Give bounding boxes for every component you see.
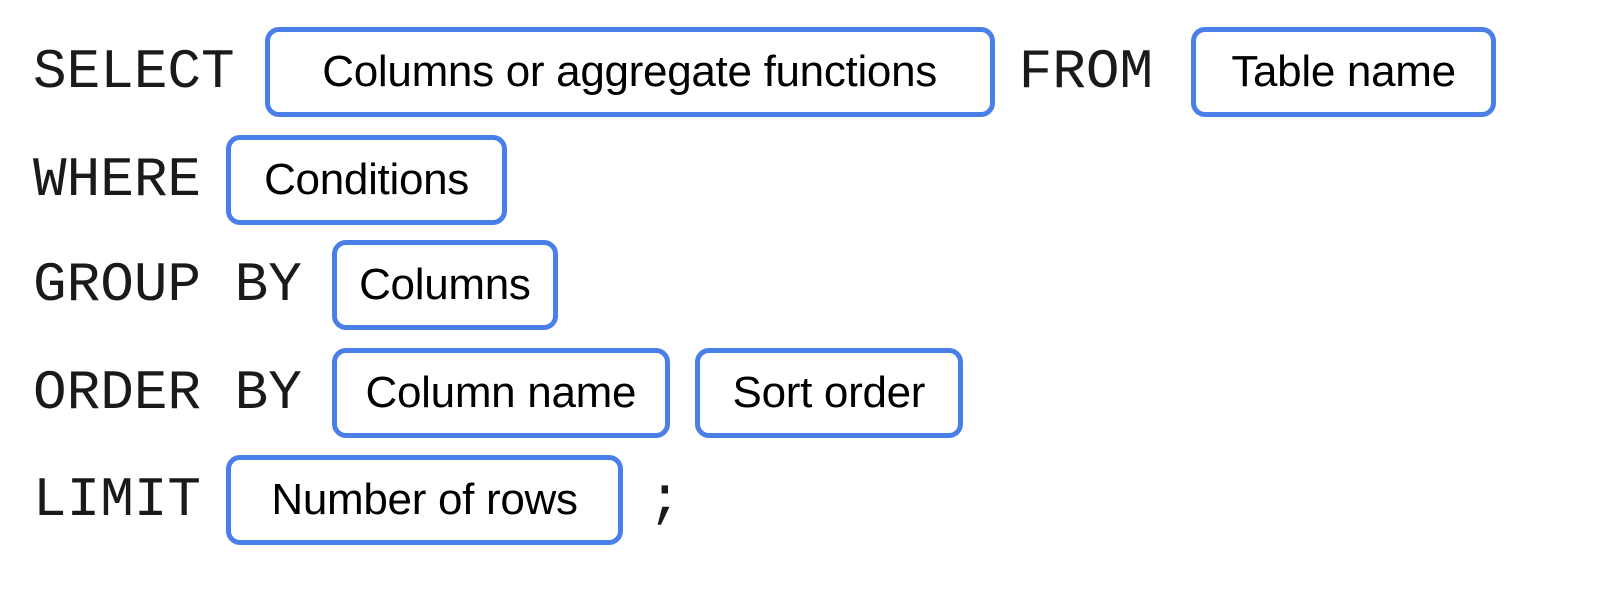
placeholder-box-table-name[interactable]: Table name — [1191, 26, 1497, 117]
placeholder-box-column-name[interactable]: Column name — [331, 347, 670, 438]
placeholder-label: Sort order — [732, 367, 926, 417]
placeholder-label: Columns or aggregate functions — [322, 46, 937, 96]
placeholder-box-columns-or-aggregate-functions[interactable]: Columns or aggregate functions — [264, 26, 995, 117]
sql-keyword-limit: LIMIT — [33, 467, 202, 532]
placeholder-label: Columns — [359, 259, 531, 309]
placeholder-label: Column name — [365, 367, 637, 417]
placeholder-box-columns[interactable]: Columns — [331, 239, 558, 330]
placeholder-box-sort-order[interactable]: Sort order — [694, 347, 963, 438]
sql-keyword-order-by: ORDER BY — [33, 360, 302, 425]
clause-row-group-by: GROUP BY Columns — [0, 231, 1600, 338]
placeholder-label: Table name — [1231, 46, 1456, 96]
clause-row-limit: LIMIT Number of rows ; — [0, 446, 1600, 553]
placeholder-box-number-of-rows[interactable]: Number of rows — [226, 454, 624, 545]
sql-keyword-where: WHERE — [33, 147, 202, 212]
sql-keyword-group-by: GROUP BY — [33, 252, 302, 317]
statement-terminator-semicolon: ; — [648, 467, 682, 532]
sql-keyword-from: FROM — [1018, 39, 1154, 104]
placeholder-box-conditions[interactable]: Conditions — [226, 134, 508, 225]
clause-row-order-by: ORDER BY Column name Sort order — [0, 339, 1600, 446]
clause-row-where: WHERE Conditions — [0, 126, 1600, 233]
placeholder-label: Conditions — [264, 154, 469, 204]
clause-row-select: SELECT Columns or aggregate functions FR… — [0, 18, 1600, 125]
sql-keyword-select: SELECT — [33, 39, 235, 104]
placeholder-label: Number of rows — [271, 474, 578, 524]
